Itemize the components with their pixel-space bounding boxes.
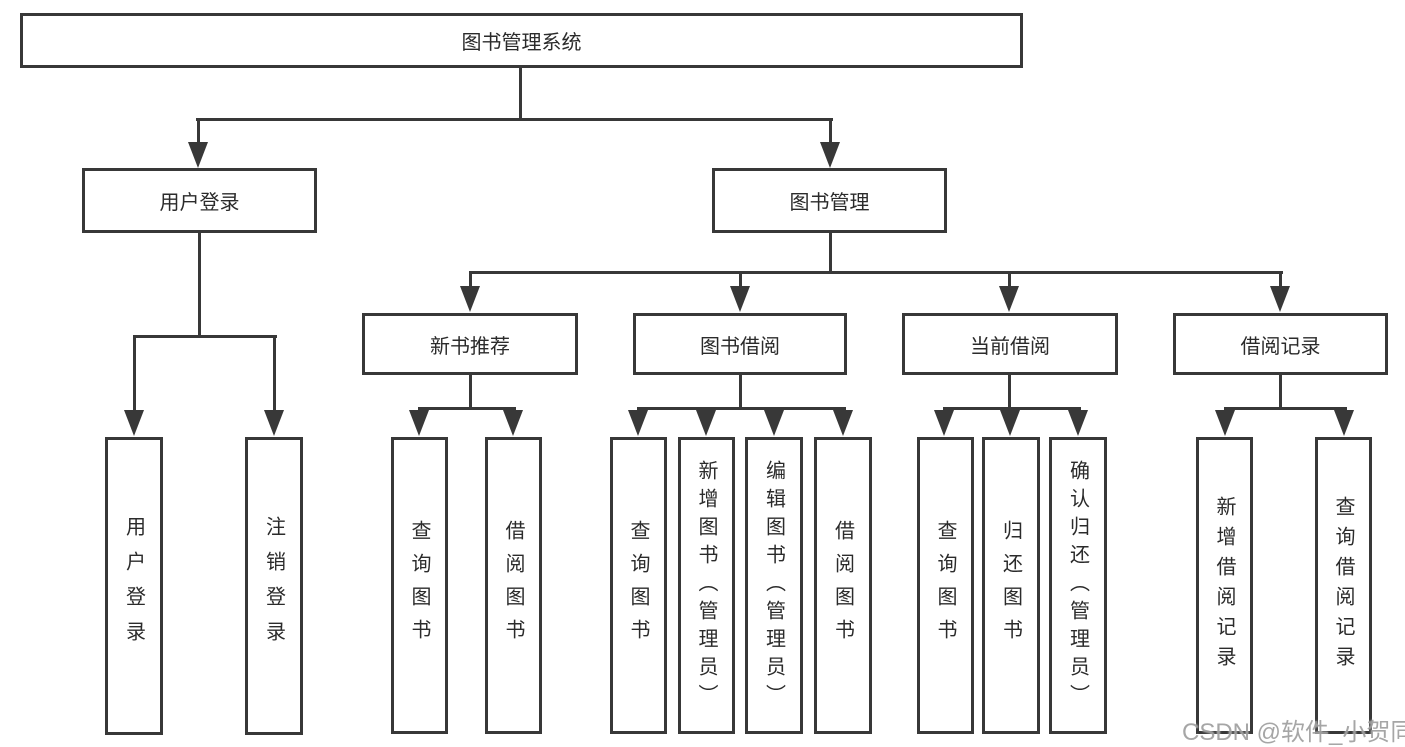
arrowhead-down-icon — [696, 410, 716, 436]
connector-bar — [132, 335, 277, 338]
node-book-borrow-label: 图书借阅 — [700, 335, 780, 358]
node-root: 图书管理系统 — [20, 13, 1023, 68]
node-book-management: 图书管理 — [712, 168, 947, 233]
arrowhead-down-icon — [264, 410, 284, 436]
connector-arrow-stem — [841, 407, 845, 411]
connector-arrow-stem — [1076, 407, 1080, 411]
leaf-confirm-return-admin: 确认归还（管理员） — [1049, 437, 1107, 734]
connector-arrow-stem — [417, 407, 421, 411]
node-current-borrow: 当前借阅 — [902, 313, 1118, 375]
connector-arrow-stem — [738, 271, 742, 287]
node-user-login-group-label: 用户登录 — [159, 192, 240, 214]
leaf-add-book-admin: 新增图书（管理员） — [678, 437, 735, 734]
connector-arrow-stem — [1278, 271, 1282, 287]
node-new-book-recommend: 新书推荐 — [362, 313, 578, 375]
arrowhead-down-icon — [628, 410, 648, 436]
node-borrow-record-label: 借阅记录 — [1240, 335, 1321, 358]
arrowhead-down-icon — [820, 142, 840, 168]
connector-stem — [738, 375, 742, 410]
connector-bar — [942, 407, 1081, 410]
node-borrow-record: 借阅记录 — [1173, 313, 1388, 375]
connector-arrow-stem — [196, 118, 200, 143]
connector-bar — [468, 271, 1283, 274]
arrowhead-down-icon — [124, 410, 144, 436]
connector-stem — [468, 375, 472, 410]
node-book-management-label: 图书管理 — [789, 192, 870, 214]
connector-arrow-stem — [1007, 271, 1011, 287]
arrowhead-down-icon — [503, 410, 523, 436]
arrowhead-down-icon — [999, 286, 1019, 312]
connector-stem — [1007, 375, 1011, 410]
arrowhead-down-icon — [1068, 410, 1088, 436]
watermark: CSDN @软件_小贺同学 — [1182, 719, 1405, 746]
leaf-query-book-recommend-label: 查询图书 — [408, 519, 430, 652]
connector-stem — [828, 233, 832, 274]
connector-stem — [197, 233, 201, 338]
leaf-add-book-admin-label: 新增图书（管理员） — [695, 459, 717, 712]
arrowhead-down-icon — [764, 410, 784, 436]
arrowhead-down-icon — [188, 142, 208, 168]
connector-arrow-stem — [132, 335, 136, 411]
leaf-return-book-label: 归还图书 — [999, 519, 1022, 652]
leaf-borrow-book-recommend-label: 借阅图书 — [502, 519, 524, 652]
leaf-user-login-label: 用户登录 — [122, 516, 145, 656]
node-book-borrow: 图书借阅 — [633, 313, 847, 375]
connector-arrow-stem — [704, 407, 708, 411]
connector-arrow-stem — [511, 407, 515, 411]
connector-arrow-stem — [1223, 407, 1227, 411]
node-root-label: 图书管理系统 — [461, 32, 582, 54]
arrowhead-down-icon — [460, 286, 480, 312]
arrowhead-down-icon — [1334, 410, 1354, 436]
leaf-borrow-book: 借阅图书 — [814, 437, 872, 734]
leaf-add-borrow-record: 新增借阅记录 — [1196, 437, 1253, 734]
arrowhead-down-icon — [1270, 286, 1290, 312]
leaf-query-book-recommend: 查询图书 — [391, 437, 448, 734]
leaf-edit-book-admin-label: 编辑图书（管理员） — [762, 459, 785, 712]
leaf-user-login: 用户登录 — [105, 437, 163, 735]
connector-arrow-stem — [272, 335, 276, 411]
arrowhead-down-icon — [730, 286, 750, 312]
leaf-return-book: 归还图书 — [982, 437, 1040, 734]
node-user-login-group: 用户登录 — [82, 168, 317, 233]
arrowhead-down-icon — [409, 410, 429, 436]
arrowhead-down-icon — [1215, 410, 1235, 436]
leaf-add-borrow-record-label: 新增借阅记录 — [1213, 495, 1235, 676]
leaf-borrow-book-recommend: 借阅图书 — [485, 437, 542, 734]
leaf-confirm-return-admin-label: 确认归还（管理员） — [1066, 459, 1089, 712]
connector-stem — [518, 68, 522, 118]
leaf-logout: 注销登录 — [245, 437, 303, 735]
leaf-query-book-current: 查询图书 — [917, 437, 974, 734]
connector-arrow-stem — [468, 271, 472, 287]
connector-bar — [417, 407, 516, 410]
connector-arrow-stem — [1342, 407, 1346, 411]
arrowhead-down-icon — [934, 410, 954, 436]
leaf-query-book-current-label: 查询图书 — [934, 519, 956, 652]
connector-arrow-stem — [942, 407, 946, 411]
leaf-logout-label: 注销登录 — [262, 516, 285, 656]
leaf-edit-book-admin: 编辑图书（管理员） — [745, 437, 803, 734]
connector-stem — [1278, 375, 1282, 410]
connector-bar — [636, 407, 846, 410]
arrowhead-down-icon — [833, 410, 853, 436]
connector-arrow-stem — [1008, 407, 1012, 411]
leaf-borrow-book-label: 借阅图书 — [831, 519, 854, 652]
connector-bar — [1223, 407, 1347, 410]
node-new-book-recommend-label: 新书推荐 — [430, 335, 510, 358]
connector-bar — [195, 118, 833, 121]
leaf-query-borrow-record-label: 查询借阅记录 — [1332, 495, 1354, 676]
leaf-query-book-borrow: 查询图书 — [610, 437, 667, 734]
connector-arrow-stem — [772, 407, 776, 411]
node-current-borrow-label: 当前借阅 — [970, 335, 1050, 358]
connector-arrow-stem — [828, 118, 832, 143]
arrowhead-down-icon — [1000, 410, 1020, 436]
leaf-query-borrow-record: 查询借阅记录 — [1315, 437, 1372, 734]
leaf-query-book-borrow-label: 查询图书 — [627, 519, 649, 652]
connector-arrow-stem — [636, 407, 640, 411]
